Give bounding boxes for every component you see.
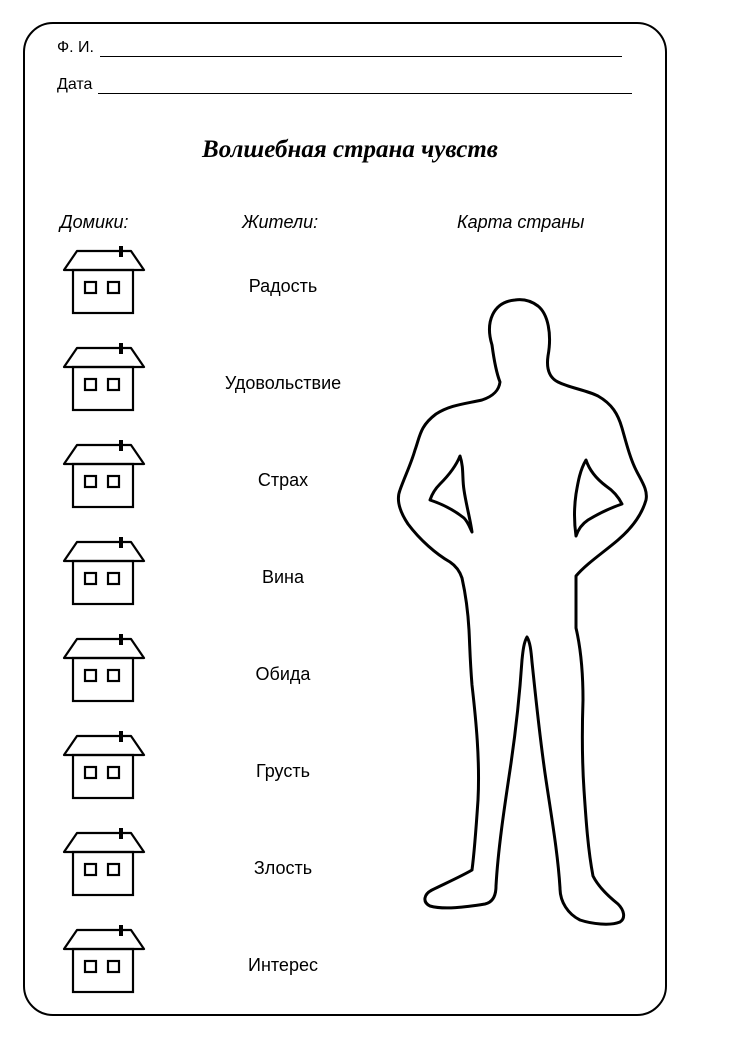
house-icon[interactable] xyxy=(60,925,146,997)
feeling-label: Обида xyxy=(255,664,311,684)
column-header-map: Карта страны xyxy=(457,212,585,232)
feeling-label: Удовольствие xyxy=(224,373,342,393)
name-label: Ф. И. xyxy=(57,39,94,56)
house-icon[interactable] xyxy=(60,731,146,803)
worksheet-frame xyxy=(23,22,667,1016)
date-input-line[interactable] xyxy=(98,79,633,94)
house-icon[interactable] xyxy=(60,634,146,706)
name-input-line[interactable] xyxy=(100,42,622,57)
date-field-row: Дата xyxy=(57,76,633,94)
house-icon[interactable] xyxy=(60,343,146,415)
house-icon[interactable] xyxy=(60,246,146,318)
human-body-outline-icon[interactable] xyxy=(390,290,660,940)
page-title: Волшебная страна чувств xyxy=(202,136,498,163)
feeling-label: Злость xyxy=(253,858,313,878)
feeling-label: Вина xyxy=(261,567,304,587)
house-icon[interactable] xyxy=(60,440,146,512)
column-header-houses: Домики: xyxy=(60,212,129,232)
feeling-label: Страх xyxy=(257,470,309,490)
feeling-label: Радость xyxy=(248,276,318,296)
name-field-row: Ф. И. xyxy=(57,39,622,57)
feeling-label: Грусть xyxy=(256,761,310,781)
date-label: Дата xyxy=(57,76,93,93)
house-icon[interactable] xyxy=(60,828,146,900)
column-header-residents: Жители: xyxy=(242,212,319,232)
house-icon[interactable] xyxy=(60,537,146,609)
feeling-label: Интерес xyxy=(248,955,318,975)
